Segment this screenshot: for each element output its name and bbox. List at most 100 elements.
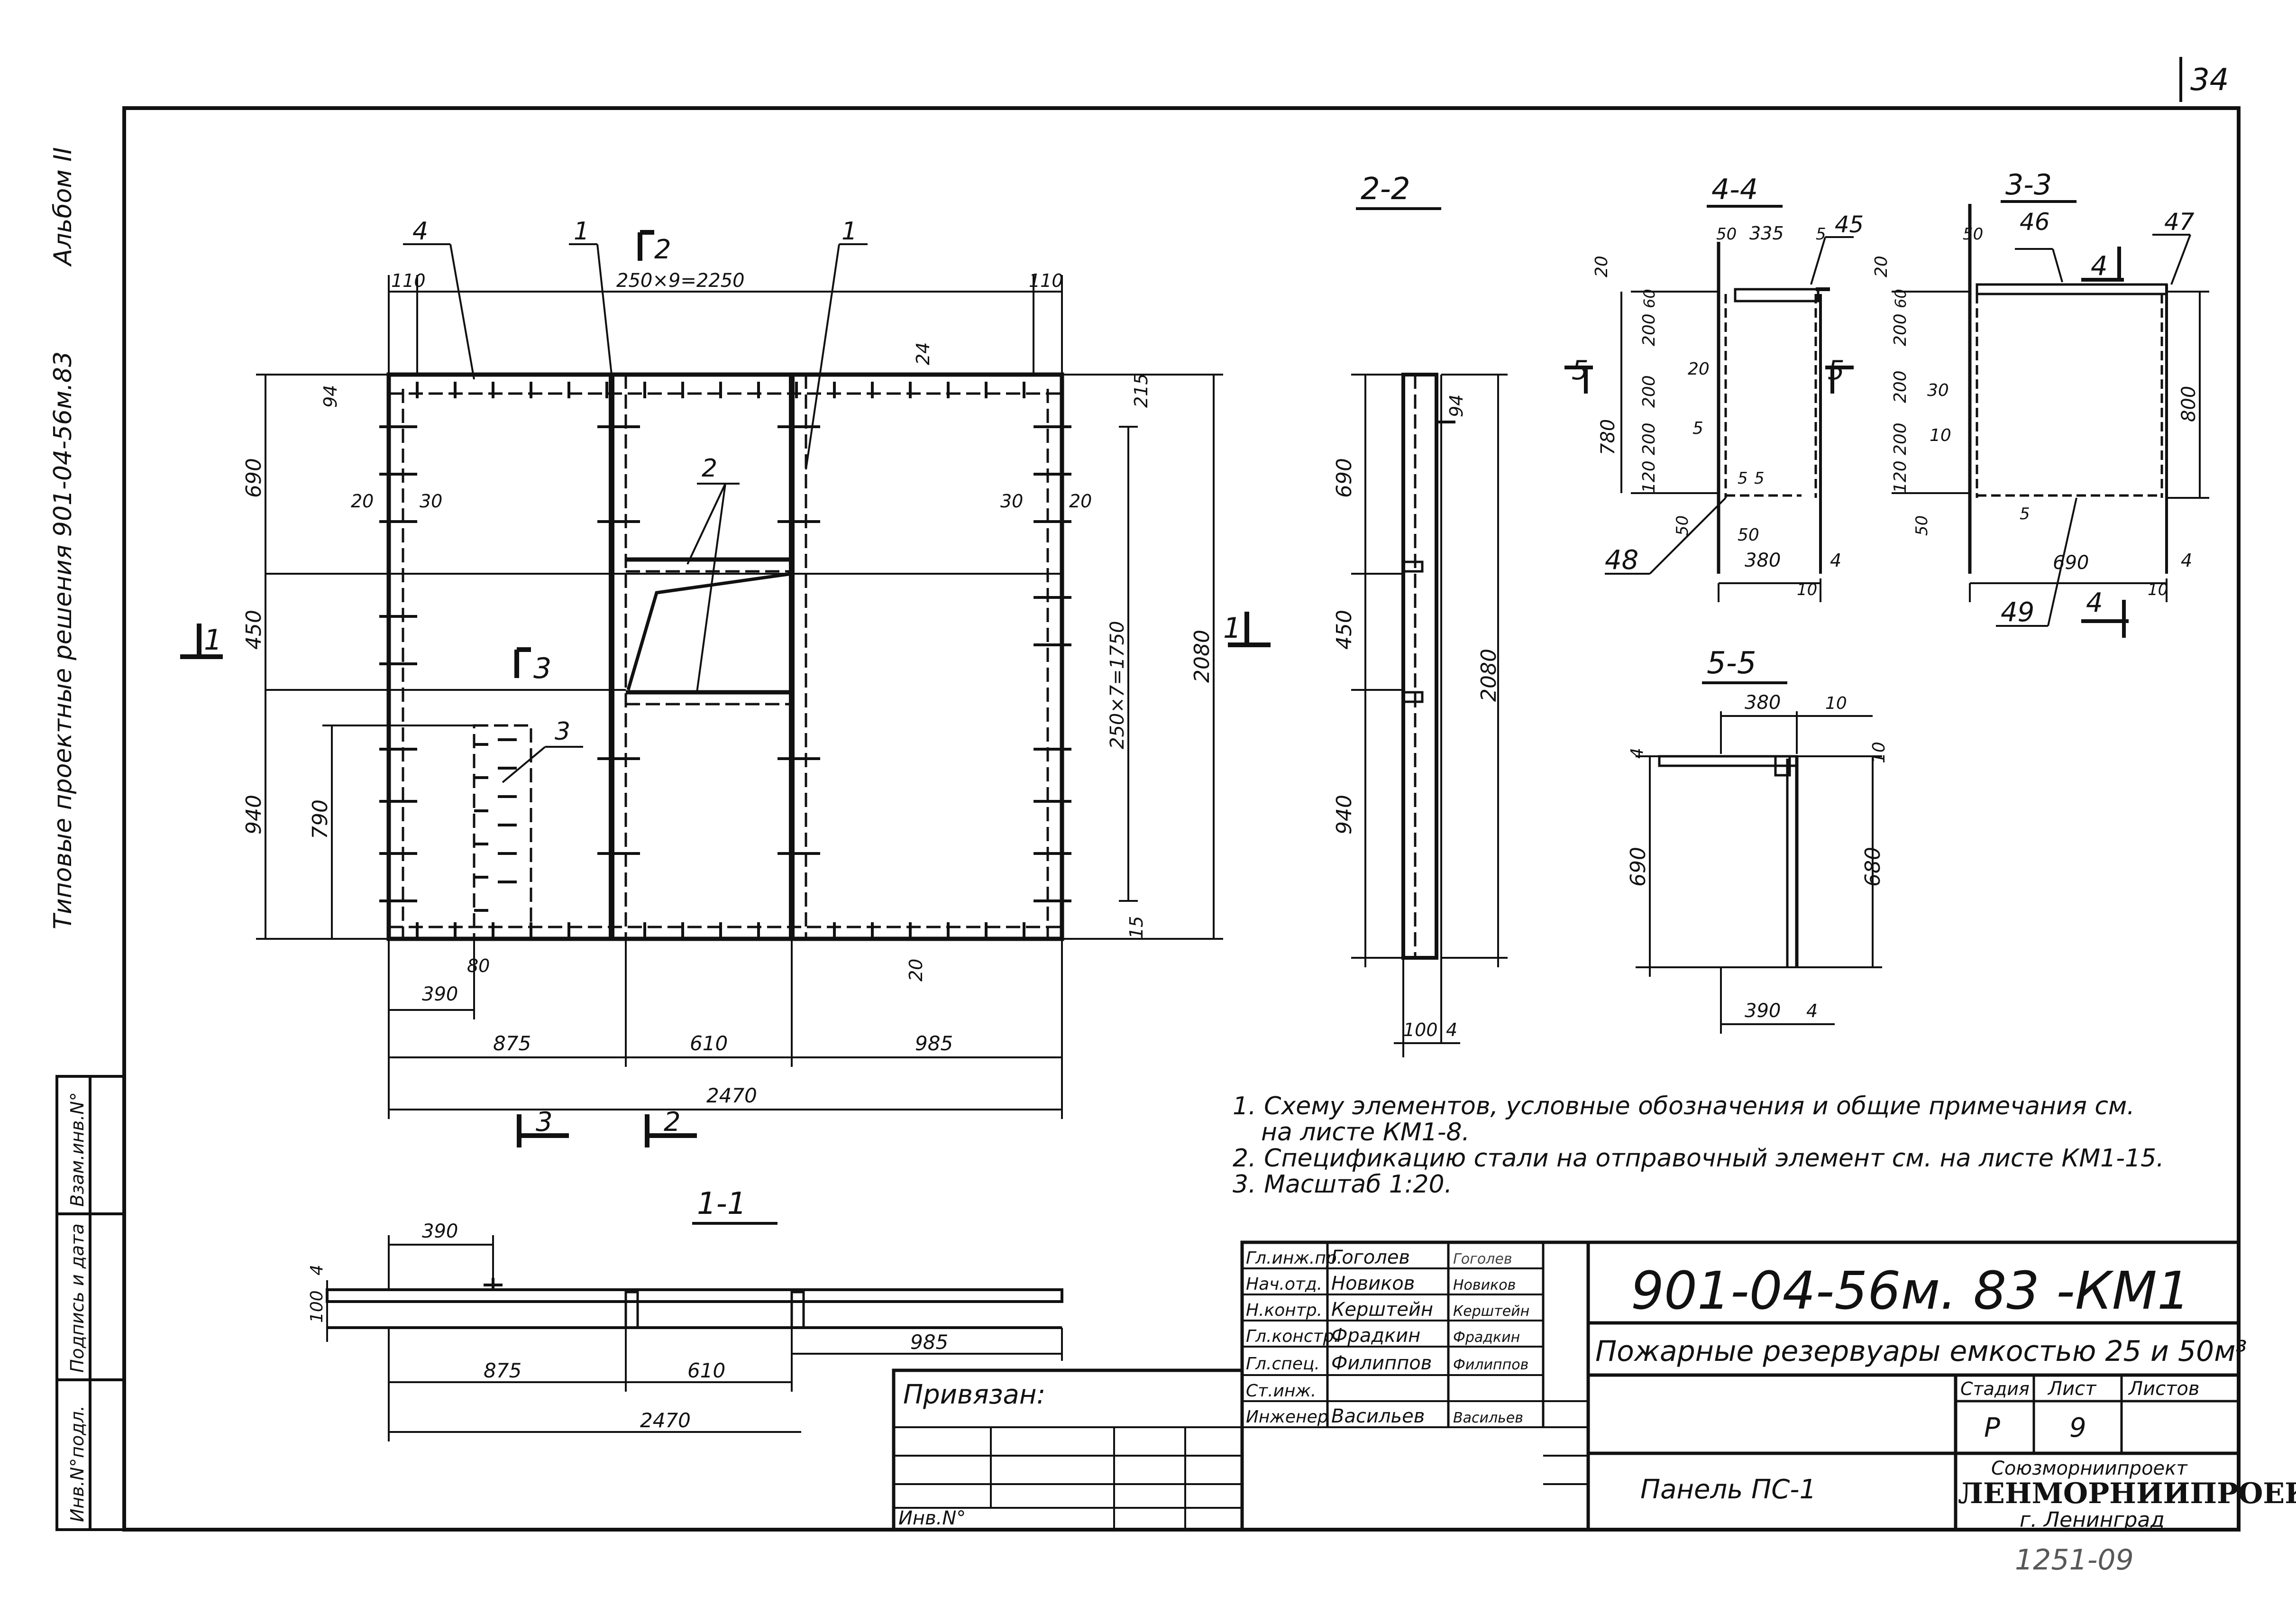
s22-dim-94: 94: [1446, 395, 1467, 417]
s33-dim-10: 10: [1930, 426, 1951, 445]
doc-code: 901-04-56м. 83 -КМ1: [1631, 1260, 2190, 1321]
section-5-5-title: 5-5: [1707, 646, 1756, 681]
dim-215: 215: [1131, 373, 1152, 408]
mark-2: 2: [702, 454, 717, 483]
s44-dim-50b: 50: [1673, 515, 1692, 536]
stamp-vzam: Взам.инв.N°: [67, 1092, 88, 1207]
dim-875: 875: [493, 1032, 531, 1055]
name-3: Фрадкин: [1331, 1325, 1420, 1347]
element-name: Панель ПС-1: [1640, 1474, 1816, 1505]
s44-dim-50c: 50: [1738, 525, 1759, 545]
sign-3: Фрадкин: [1453, 1329, 1520, 1346]
stamp-podpis: Подпись и дата: [67, 1223, 88, 1373]
s11-dim-100: 100: [307, 1290, 327, 1323]
s44-cut5-left: 5: [1572, 355, 1589, 386]
s33-dim-20: 20: [1872, 256, 1891, 277]
s33-dim-4: 4: [2181, 550, 2192, 571]
stage-label: Стадия: [1960, 1378, 2030, 1399]
dim-610: 610: [690, 1032, 728, 1055]
sheet-label: Лист: [2047, 1378, 2097, 1400]
title-block: [892, 1240, 2241, 1532]
stage-value: Р: [1984, 1413, 2000, 1443]
section-1-1-title: 1-1: [697, 1186, 747, 1221]
section-5-5: [1636, 711, 1882, 1034]
dim-15: 15: [1126, 916, 1147, 939]
note-line-2: на листе КМ1-8.: [1261, 1118, 1470, 1147]
s33-dim-5: 5: [2020, 505, 2030, 523]
s33-dim-60: 60: [1892, 289, 1910, 308]
dim-690: 690: [242, 458, 266, 498]
right-pitch-dim: 250×7=1750: [1107, 621, 1128, 749]
dim-985: 985: [915, 1032, 953, 1055]
sign-2: Керштейн: [1453, 1303, 1529, 1320]
s55-dim-380: 380: [1745, 692, 1781, 714]
s22-dim-940: 940: [1332, 795, 1356, 835]
mark-3: 3: [555, 717, 570, 746]
sheet-value: 9: [2069, 1413, 2086, 1443]
dim-390: 390: [422, 983, 458, 1005]
s44-dim-335: 335: [1749, 223, 1784, 244]
sheets-label: Листов: [2128, 1378, 2199, 1400]
s33-dim-10b: 10: [2148, 580, 2168, 599]
dim-20-left: 20: [351, 491, 374, 512]
mark-1a: 1: [574, 217, 589, 246]
cut-label-2-bottom: 2: [664, 1107, 681, 1138]
name-2: Керштейн: [1331, 1299, 1433, 1321]
mark-1b: 1: [842, 217, 857, 246]
s44-mark-45: 45: [1835, 211, 1864, 238]
s22-dim-690: 690: [1332, 458, 1356, 498]
cut-label-3-mid: 3: [533, 652, 551, 685]
section-1-1: [326, 1235, 1063, 1441]
dim-790: 790: [308, 799, 332, 839]
org-name: ЛЕНМОРНИИПРОЕКТ: [1958, 1477, 2296, 1510]
role-0: Гл.инж.пр.: [1246, 1248, 1342, 1268]
section-2-2-title: 2-2: [1361, 172, 1410, 207]
dim-2470: 2470: [706, 1084, 757, 1107]
s44-dim-10: 10: [1797, 580, 1817, 599]
name-6: Васильев: [1331, 1405, 1425, 1427]
org-top: Союзморниипроект: [1991, 1458, 2188, 1479]
project-title: Пожарные резервуары емкостью 25 и 50м³: [1595, 1335, 2247, 1368]
role-2: Н.контр.: [1246, 1301, 1322, 1320]
dim-30-left: 30: [420, 491, 442, 512]
dim-450: 450: [242, 610, 266, 650]
dim-110-right: 110: [1029, 270, 1063, 291]
dim-20-right: 20: [1069, 491, 1092, 512]
s44-dim-50: 50: [1716, 225, 1737, 244]
section-4-4-title: 4-4: [1711, 173, 1758, 206]
sign-6: Васильев: [1453, 1410, 1523, 1426]
s55-dim-680: 680: [1861, 847, 1885, 887]
s11-dim-4: 4: [307, 1265, 327, 1275]
s33-mark-49: 49: [2001, 597, 2034, 628]
s33-dim-200c: 200: [1891, 422, 1910, 455]
main-elevation: [180, 230, 1271, 1147]
dim-110-left: 110: [391, 270, 426, 291]
s22-dim-4: 4: [1446, 1019, 1457, 1040]
note-line-1: 1. Схему элементов, условные обозначения…: [1233, 1092, 2135, 1120]
side-album: Альбом II: [49, 147, 77, 267]
s11-dim-985: 985: [910, 1330, 948, 1354]
role-3: Гл.констр.: [1246, 1327, 1339, 1346]
s22-dim-100: 100: [1403, 1019, 1438, 1040]
cut-label-1-right: 1: [1223, 612, 1241, 645]
sign-4: Филиппов: [1453, 1357, 1528, 1373]
name-4: Филиппов: [1331, 1352, 1432, 1374]
s33-dim-690: 690: [2053, 552, 2089, 574]
side-series: Типовые проектные решения 901-04-56м.83: [49, 351, 77, 929]
s55-dim-390: 390: [1745, 1000, 1781, 1022]
s33-dim-120: 120: [1891, 460, 1910, 493]
name-0: Гоголев: [1331, 1247, 1410, 1268]
note-line-3: 2. Спецификацию стали на отправочный эле…: [1233, 1144, 2164, 1173]
s44-dim-60: 60: [1640, 289, 1658, 308]
side-stamp: [55, 1075, 126, 1531]
s44-dim-780: 780: [1597, 419, 1619, 455]
section-2-2: [1351, 373, 1508, 1057]
s33-dim-200a: 200: [1891, 313, 1910, 346]
s44-dim-5c: 5: [1738, 469, 1748, 488]
s33-dim-30: 30: [1927, 381, 1949, 400]
inv-no-label: Инв.N°: [898, 1507, 966, 1529]
dim-940: 940: [242, 795, 266, 835]
s44-dim-20: 20: [1688, 359, 1710, 379]
s44-dim-5d: 5: [1754, 469, 1765, 488]
